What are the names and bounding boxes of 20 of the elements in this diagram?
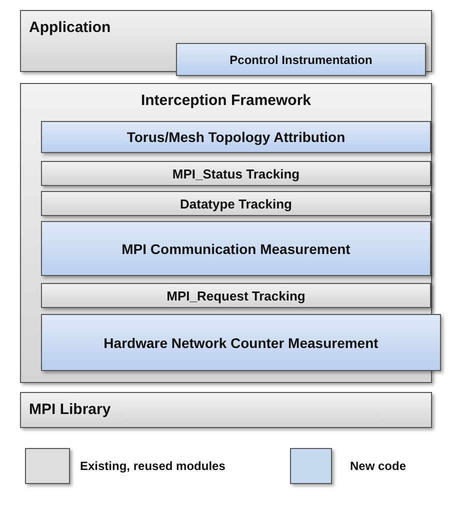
module-label: MPI_Request Tracking [166, 288, 306, 303]
module-label: MPI Library [29, 401, 111, 418]
module-box [176, 43, 426, 76]
legend-label: Existing, reused modules [80, 459, 226, 473]
module-label: MPI_Status Tracking [171, 166, 301, 181]
module-label: Pcontrol Instrumentation [228, 52, 374, 66]
module-label: Torus/Mesh Topology Attribution [126, 129, 346, 145]
module-box [41, 121, 431, 153]
module-label: Datatype Tracking [179, 196, 293, 211]
module-label: MPI Communication Measurement [120, 240, 352, 256]
module-box [41, 161, 431, 186]
module-box [41, 191, 431, 216]
layer-box [20, 392, 432, 428]
module-label: Interception Framework [140, 92, 312, 109]
module-label: Application [29, 19, 111, 36]
module-box [41, 314, 441, 371]
module-box [41, 221, 431, 276]
legend-label: New code [350, 459, 406, 473]
module-box [41, 283, 431, 308]
module-label: Hardware Network Counter Measurement [102, 334, 380, 350]
